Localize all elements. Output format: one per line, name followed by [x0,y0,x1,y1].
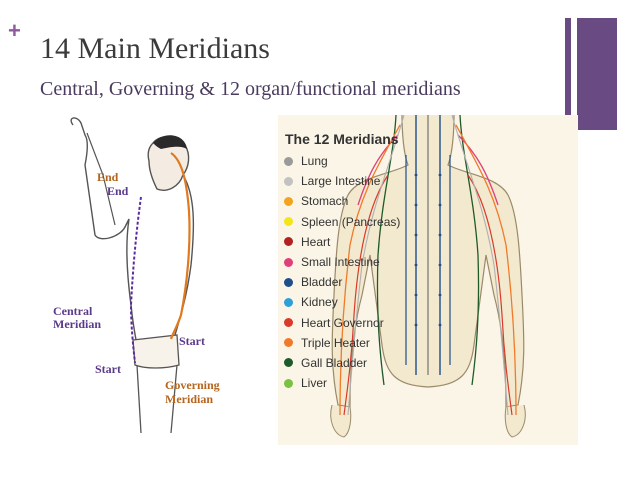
legend-color-dot-icon [284,379,293,388]
legend-label: Lung [301,154,328,168]
legend-item: Gall Bladder [284,353,400,373]
legend-color-dot-icon [284,318,293,327]
legend-item: Heart Governor [284,313,400,333]
side-body-figure: End End Central Meridian Start Start Gov… [45,115,275,435]
legend-color-dot-icon [284,217,293,226]
slide-subtitle: Central, Governing & 12 organ/functional… [40,78,461,101]
legend-item: Liver [284,373,400,393]
decorative-bar-thick [577,18,617,130]
label-start-bottom: Start [95,363,121,376]
plus-icon: + [8,20,21,42]
label-governing-2: Meridian [165,393,213,406]
legend-label: Heart Governor [301,316,384,330]
legend-color-dot-icon [284,197,293,206]
label-governing-1: Governing [165,379,220,392]
legend-label: Gall Bladder [301,356,367,370]
legend-label: Small Intestine [301,255,380,269]
legend-item: Bladder [284,272,400,292]
legend-color-dot-icon [284,177,293,186]
legend-color-dot-icon [284,358,293,367]
legend-label: Large Intestine [301,174,380,188]
legend-color-dot-icon [284,157,293,166]
legend-item: Spleen (Pancreas) [284,212,400,232]
legend-label: Triple Heater [301,336,370,350]
legend-item: Kidney [284,292,400,312]
legend-color-dot-icon [284,298,293,307]
label-start-right: Start [179,335,205,348]
legend-item: Stomach [284,191,400,211]
legend-item: Large Intestine [284,171,400,191]
slide-title: 14 Main Meridians [40,32,270,66]
decorative-bar-thin [565,18,571,130]
legend-color-dot-icon [284,338,293,347]
legend-color-dot-icon [284,237,293,246]
legend-label: Liver [301,376,327,390]
legend-label: Spleen (Pancreas) [301,215,400,229]
label-end-top: End [97,171,118,184]
legend-label: Bladder [301,275,342,289]
legend-title: The 12 Meridians [285,131,399,147]
legend-item: Heart [284,232,400,252]
label-end-inner: End [107,185,128,198]
legend-color-dot-icon [284,258,293,267]
label-central-2: Meridian [53,318,101,331]
legend-label: Kidney [301,295,338,309]
legend-color-dot-icon [284,278,293,287]
legend-item: Small Intestine [284,252,400,272]
legend-label: Heart [301,235,330,249]
legend-label: Stomach [301,194,348,208]
legend-item: Lung [284,151,400,171]
legend-item: Triple Heater [284,333,400,353]
side-body-illustration [45,115,275,435]
